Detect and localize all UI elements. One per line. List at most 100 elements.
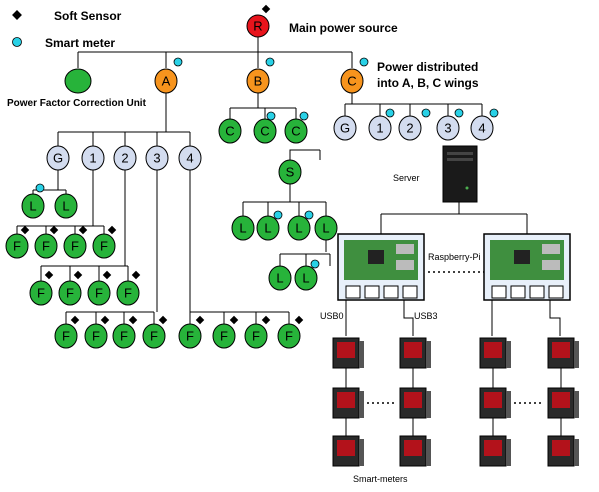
node-c-panel-3-label: 3: [444, 121, 451, 136]
smart-meter-device: [332, 387, 364, 419]
smart-meter-device: [479, 387, 511, 419]
raspberry-pi-1-chip: [368, 250, 384, 264]
node-s-l3-label: L: [295, 221, 302, 236]
meter-side: [426, 391, 431, 418]
meter-side: [359, 439, 364, 466]
node-c-panel-2-label: 2: [406, 121, 413, 136]
soft-sensor-marker: [20, 225, 30, 235]
raspberry-pi-1: [337, 233, 425, 301]
meter-side: [426, 341, 431, 368]
server-bay: [447, 152, 473, 155]
smart-meter-device: [332, 337, 364, 369]
smart-meter-dot: [454, 108, 464, 118]
node-s-l4-label: L: [322, 221, 329, 236]
smart-meter-legend-icon: [12, 37, 22, 47]
usb3-label: USB3: [414, 311, 438, 321]
raspberry-pi-2: [483, 233, 571, 301]
node-a4-f1: [178, 323, 202, 349]
node-a2-f4: [116, 280, 140, 306]
meter-side: [426, 439, 431, 466]
node-a4-f4-label: F: [285, 329, 293, 344]
raspberry-label: Raspberry-Pi: [428, 252, 481, 262]
node-wing-b-label: B: [254, 74, 263, 89]
node-a3-f4-label: F: [150, 329, 158, 344]
soft-sensor-marker: [107, 225, 117, 235]
raspberry-pi-1-usb-slot: [402, 285, 418, 299]
node-s2-l1: [268, 265, 292, 291]
meter-side: [574, 391, 579, 418]
raspberry-pi-2-usb-slot: [529, 285, 545, 299]
smart-meter-dot: [385, 108, 395, 118]
smart-meter-device: [332, 435, 364, 467]
node-c-panel-1: [368, 115, 392, 141]
node-wing-c-label: C: [347, 74, 356, 89]
node-s2-l2-label: L: [302, 271, 309, 286]
smart-meters-label: Smart-meters: [353, 474, 408, 484]
node-a-panel-4-label: 4: [186, 151, 193, 166]
node-a2-f2: [58, 280, 82, 306]
raspberry-pi-2-usb-slot: [510, 285, 526, 299]
node-a2-f3-label: F: [95, 286, 103, 301]
node-c-panel-4: [470, 115, 494, 141]
node-a2-f1: [29, 280, 53, 306]
meter-display: [552, 440, 570, 456]
meter-display: [404, 392, 422, 408]
node-s-l2-label: L: [264, 221, 271, 236]
node-a2-f4-label: F: [124, 286, 132, 301]
soft-sensor-marker: [100, 315, 110, 325]
node-c-panel-3: [436, 115, 460, 141]
node-a-panel-2-label: 2: [121, 151, 128, 166]
node-a1-f4-label: F: [100, 239, 108, 254]
legend-smart-meter: Smart meter: [45, 36, 115, 50]
soft-sensor-marker: [73, 270, 83, 280]
legend-soft-sensor: Soft Sensor: [54, 9, 122, 23]
node-s-l2: [256, 215, 280, 241]
meter-display: [404, 342, 422, 358]
smart-meter-device: [399, 337, 431, 369]
node-a-panel-3-label: 3: [153, 151, 160, 166]
soft-sensor-marker: [158, 315, 168, 325]
distributed-label-line1: Power distributed: [377, 60, 478, 74]
node-root-label: R: [253, 19, 262, 34]
distributed-label-line2: into A, B, C wings: [377, 76, 479, 90]
node-a3-f1: [54, 323, 78, 349]
smart-meter-device: [547, 387, 579, 419]
meter-side: [574, 439, 579, 466]
raspberry-pi-2-port: [542, 244, 560, 254]
soft-sensor-marker: [70, 315, 80, 325]
node-a-l2-label: L: [62, 199, 69, 214]
node-a1-f2-label: F: [42, 239, 50, 254]
smart-meter-dot: [310, 259, 320, 269]
soft-sensor-marker: [261, 4, 271, 14]
node-b-c1: [218, 118, 242, 144]
node-b-c2: [253, 118, 277, 144]
node-a4-f2: [212, 323, 236, 349]
soft-sensor-marker: [131, 270, 141, 280]
node-a3-f4: [142, 323, 166, 349]
soft-sensor-marker: [294, 315, 304, 325]
node-wing-a-label: A: [162, 74, 171, 89]
node-a4-f4: [277, 323, 301, 349]
node-a1-f1: [5, 233, 29, 259]
soft-sensor-marker: [49, 225, 59, 235]
meter-side: [359, 341, 364, 368]
node-a3-f3-label: F: [120, 329, 128, 344]
meter-display: [484, 342, 502, 358]
node-a3-f2: [84, 323, 108, 349]
node-a1-f4: [92, 233, 116, 259]
node-b-c1-label: C: [225, 124, 234, 139]
node-a1-f3: [63, 233, 87, 259]
server-tower: [442, 145, 478, 203]
soft-sensor-marker: [128, 315, 138, 325]
smart-meter-device: [399, 435, 431, 467]
meter-side: [359, 391, 364, 418]
node-a4-f3: [244, 323, 268, 349]
soft-sensor-marker: [102, 270, 112, 280]
meter-display: [552, 392, 570, 408]
meter-display: [484, 392, 502, 408]
node-a-panel-1-label: 1: [89, 151, 96, 166]
node-b-c3: [284, 118, 308, 144]
raspberry-pi-2-chip: [514, 250, 530, 264]
